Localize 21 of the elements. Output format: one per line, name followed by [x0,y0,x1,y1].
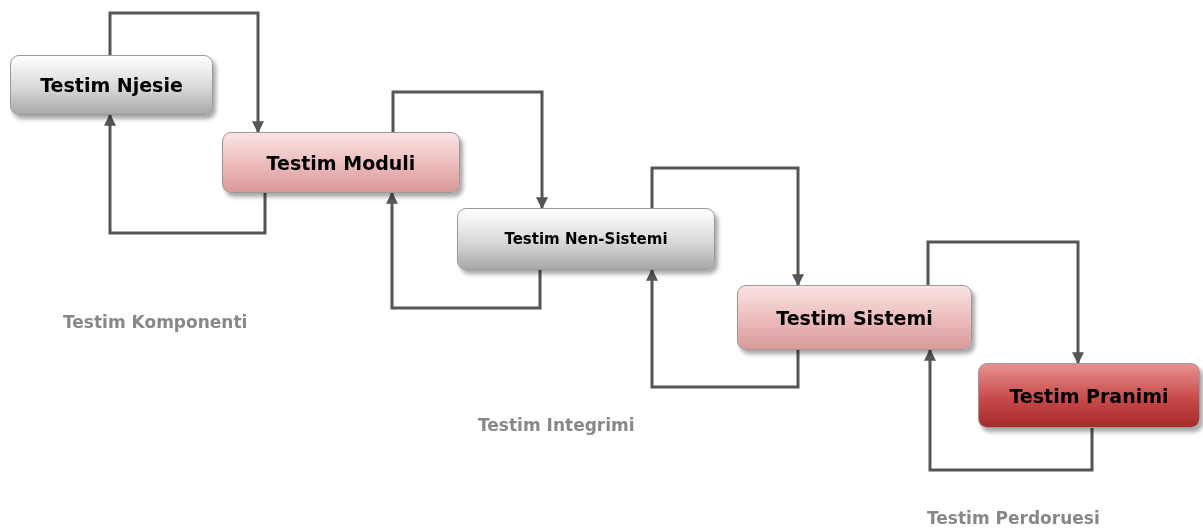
arrow [650,166,804,287]
box-label: Testim Moduli [266,151,416,174]
arrow [108,11,264,134]
arrow [391,90,548,210]
process-box [222,132,460,193]
arrow [926,240,1084,365]
arrow [924,348,1094,472]
process-box [978,363,1200,428]
box-label: Testim Njesie [40,74,183,96]
phase-label: Testim Komponenti [63,312,248,332]
box-label: Testim Pranimi [1009,384,1169,407]
arrow [104,113,267,235]
process-box [737,285,972,350]
phase-label: Testim Perdoruesi [927,508,1100,528]
box-label: Testim Nen-Sistemi [504,230,668,248]
box-label: Testim Sistemi [776,306,933,329]
process-box [10,55,213,115]
arrow [386,191,542,310]
arrow [646,268,800,389]
process-box [457,208,715,270]
phase-label: Testim Integrimi [478,415,635,435]
